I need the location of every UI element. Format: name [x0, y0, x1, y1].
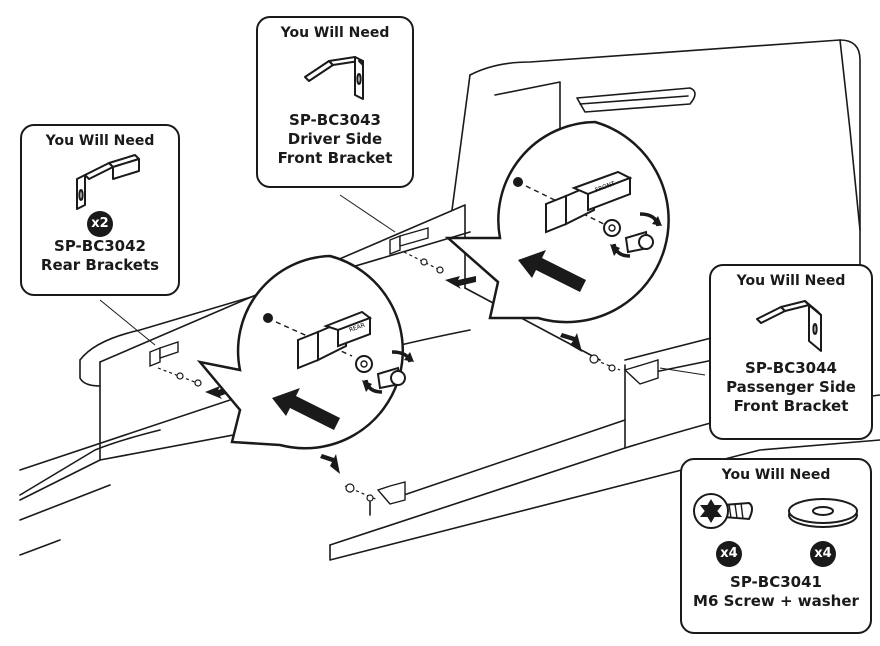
washer-icon	[788, 498, 858, 528]
front-bracket-large	[545, 170, 633, 234]
rear-bracket-left-small	[149, 341, 179, 368]
leader-passenger	[659, 367, 706, 376]
leader-rear	[99, 299, 156, 346]
part-description-line2: Front Bracket	[277, 149, 393, 167]
part-description-line2: Front Bracket	[733, 397, 849, 415]
callout-rear-brackets: You Will Need x2 SP-BC3042 Rear Brackets	[20, 124, 180, 296]
leader-driver	[339, 194, 396, 233]
rear-bracket-right-small	[376, 481, 406, 505]
bracket-icon	[304, 56, 364, 100]
callout-heading: You Will Need	[736, 273, 846, 289]
small-direction-arrows	[205, 276, 582, 474]
rear-bracket-large	[297, 310, 373, 370]
direction-arrow-icon	[518, 250, 586, 292]
torx-screw-icon	[693, 493, 753, 529]
quantity-badge: x2	[87, 211, 113, 237]
part-description-line1: Driver Side	[287, 130, 383, 148]
passenger-bracket-small	[623, 359, 659, 385]
screw-icon	[624, 230, 654, 254]
zoom-bubble-rear: REAR	[196, 254, 414, 450]
bed-front-wall	[99, 204, 466, 363]
screw-icon	[376, 366, 406, 390]
part-description-line1: Passenger Side	[726, 378, 856, 396]
callout-heading: You Will Need	[280, 25, 390, 41]
part-number: SP-BC3043	[289, 111, 381, 129]
part-number: SP-BC3044	[745, 359, 837, 377]
callout-hardware: You Will Need x4 x4 SP-	[680, 458, 872, 634]
part-description: M6 Screw + washer	[693, 592, 859, 610]
screw-quantity-badge: x4	[716, 541, 742, 567]
part-number: SP-BC3041	[730, 573, 822, 591]
bracket-icon	[76, 154, 140, 210]
washer-quantity-badge: x4	[810, 541, 836, 567]
callout-driver-bracket: You Will Need SP-BC3043 Driver Side Fron…	[256, 16, 414, 188]
driver-bracket-small	[389, 227, 429, 256]
direction-arrow-icon	[272, 388, 340, 430]
part-number: SP-BC3042	[54, 237, 146, 255]
cab-light	[576, 87, 696, 113]
callout-passenger-bracket: You Will Need SP-BC3044 Passenger Side F…	[709, 264, 873, 440]
part-description: Rear Brackets	[40, 256, 160, 274]
zoom-bubble-front: FRONT	[444, 120, 670, 324]
callout-heading: You Will Need	[45, 133, 155, 149]
bracket-icon	[756, 300, 822, 352]
bed-rail-right	[329, 439, 880, 561]
callout-heading: You Will Need	[721, 467, 831, 483]
